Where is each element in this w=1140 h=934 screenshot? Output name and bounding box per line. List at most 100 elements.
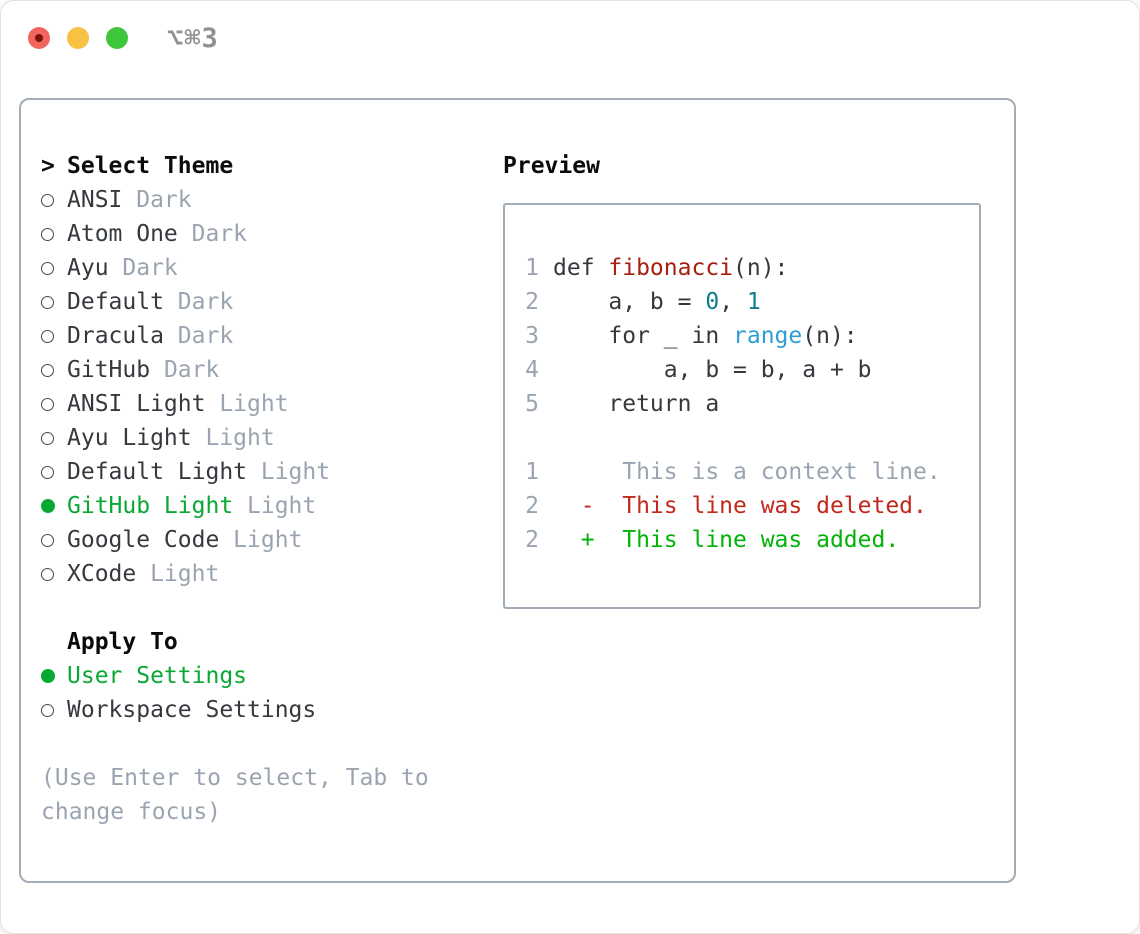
prompt-icon: > [41, 153, 55, 179]
theme-item[interactable]: GitHub Dark [41, 353, 485, 387]
radio-icon [41, 465, 67, 479]
theme-item[interactable]: Atom One Dark [41, 217, 485, 251]
preview-header: Preview [503, 153, 600, 179]
item-label: Dracula [67, 323, 164, 349]
item-variant-label: Light [247, 459, 331, 485]
radio-icon [41, 295, 67, 309]
radio-icon [41, 431, 67, 445]
theme-item[interactable]: Ayu Dark [41, 251, 485, 285]
line-number: 2 [525, 527, 539, 553]
select-theme-header: Select Theme [67, 153, 234, 179]
help-line: change focus) [41, 799, 222, 825]
radio-icon [41, 261, 67, 275]
radio-icon [41, 703, 67, 717]
line-number: 1 [525, 255, 539, 281]
line-number: 2 [525, 493, 539, 519]
code-content: + This line was added. [553, 527, 900, 553]
line-number: 3 [525, 323, 539, 349]
code-line: 2 - This line was deleted. [525, 489, 979, 523]
code-content: return a [553, 391, 720, 417]
theme-item[interactable]: Google Code Light [41, 523, 485, 557]
item-label: GitHub Light [67, 493, 234, 519]
code-line: 5 return a [525, 387, 979, 421]
code-content: This is a context line. [553, 459, 941, 485]
item-label: GitHub [67, 357, 151, 383]
radio-selected-icon [41, 499, 67, 513]
code-line [525, 421, 979, 455]
line-number: 4 [525, 357, 539, 383]
radio-icon [41, 397, 67, 411]
help-line: (Use Enter to select, Tab to [41, 765, 429, 791]
line-number: 5 [525, 391, 539, 417]
window-title: ⌥⌘3 [167, 23, 219, 54]
theme-item[interactable]: XCode Light [41, 557, 485, 591]
item-label: Ayu Light [67, 425, 192, 451]
item-variant-label: Dark [163, 289, 234, 315]
code-line: 4 a, b = b, a + b [525, 353, 979, 387]
line-number: 1 [525, 459, 539, 485]
item-label: ANSI Light [67, 391, 206, 417]
item-variant-label: Light [233, 493, 317, 519]
item-label: Google Code [67, 527, 220, 553]
code-content: a, b = b, a + b [553, 357, 872, 383]
code-line: 1 This is a context line. [525, 455, 979, 489]
theme-item[interactable]: GitHub Light Light [41, 489, 485, 523]
theme-item[interactable]: Ayu Light Light [41, 421, 485, 455]
item-variant-label: Light [205, 391, 289, 417]
code-content: def fibonacci(n): [553, 255, 789, 281]
radio-icon [41, 227, 67, 241]
item-variant-label: Light [219, 527, 303, 553]
code-content: a, b = 0, 1 [553, 289, 761, 315]
theme-item[interactable]: ANSI Light Light [41, 387, 485, 421]
radio-icon [41, 193, 67, 207]
item-variant-label: Light [191, 425, 275, 451]
item-label: Ayu [67, 255, 109, 281]
item-label: Default Light [67, 459, 248, 485]
minimize-button[interactable] [67, 27, 89, 49]
line-number: 2 [525, 289, 539, 315]
item-variant-label: Dark [163, 323, 234, 349]
item-label: Workspace Settings [67, 697, 317, 723]
theme-item[interactable]: ANSI Dark [41, 183, 485, 217]
item-variant-label: Dark [150, 357, 220, 383]
code-line: 2 + This line was added. [525, 523, 979, 557]
item-label: ANSI [67, 187, 123, 213]
apply-to-header: Apply To [67, 629, 178, 655]
item-label: Atom One [67, 221, 178, 247]
radio-selected-icon [41, 669, 67, 683]
item-variant-label: Light [136, 561, 220, 587]
select-theme-header-row: > Select Theme [41, 149, 485, 183]
item-variant-label: Dark [177, 221, 248, 247]
apply-to-option[interactable]: Workspace Settings [41, 693, 485, 727]
apply-to-option[interactable]: User Settings [41, 659, 485, 693]
item-variant-label: Dark [108, 255, 178, 281]
theme-item[interactable]: Default Light Light [41, 455, 485, 489]
code-line: 3 for _ in range(n): [525, 319, 979, 353]
code-content: - This line was deleted. [553, 493, 927, 519]
item-variant-label: Dark [122, 187, 192, 213]
item-label: XCode [67, 561, 137, 587]
help-text: (Use Enter to select, Tab to change focus… [41, 761, 485, 829]
radio-icon [41, 533, 67, 547]
apply-to-header-row: Apply To [41, 625, 485, 659]
code-line: 1 def fibonacci(n): [525, 251, 979, 285]
close-button[interactable] [28, 27, 50, 49]
code-line: 2 a, b = 0, 1 [525, 285, 979, 319]
titlebar: ⌥⌘3 [1, 1, 1139, 98]
theme-item[interactable]: Dracula Dark [41, 319, 485, 353]
radio-icon [41, 329, 67, 343]
theme-item[interactable]: Default Dark [41, 285, 485, 319]
item-label: Default [67, 289, 164, 315]
item-label: User Settings [67, 663, 248, 689]
zoom-button[interactable] [106, 27, 128, 49]
radio-icon [41, 363, 67, 377]
code-content: for _ in range(n): [553, 323, 858, 349]
